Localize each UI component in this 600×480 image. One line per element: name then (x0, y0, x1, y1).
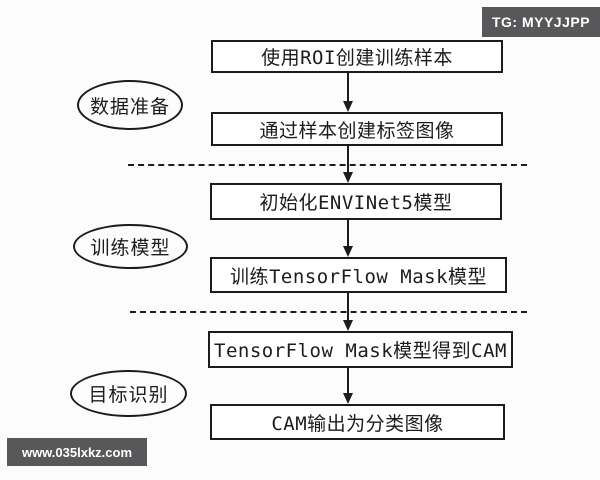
stage-divider-2 (130, 311, 527, 313)
stage-divider-1 (128, 164, 527, 166)
flow-arrow-down-icon (347, 146, 349, 172)
step-cam-output-classification-image: CAM输出为分类图像 (210, 404, 505, 440)
flow-arrow-down-icon (347, 368, 349, 393)
stage-label-data-preparation: 数据准备 (77, 80, 183, 130)
telegram-watermark-badge: TG: MYYJJPP (482, 7, 600, 37)
step-init-envinet5-model: 初始化ENVINet5模型 (210, 183, 502, 220)
step-tensorflow-mask-model-to-cam: TensorFlow Mask模型得到CAM (208, 331, 513, 368)
flow-arrow-down-icon (347, 293, 349, 320)
website-watermark-badge: www.035lxkz.com (7, 438, 147, 466)
step-create-label-images: 通过样本创建标签图像 (211, 112, 503, 146)
stage-label-target-recognition: 目标识别 (70, 370, 187, 417)
flow-arrow-down-icon (347, 73, 349, 101)
flow-arrow-down-icon (347, 220, 349, 246)
step-train-tensorflow-mask-model: 训练TensorFlow Mask模型 (210, 257, 507, 293)
step-create-training-samples: 使用ROI创建训练样本 (211, 40, 503, 73)
stage-label-model-training: 训练模型 (73, 224, 188, 269)
